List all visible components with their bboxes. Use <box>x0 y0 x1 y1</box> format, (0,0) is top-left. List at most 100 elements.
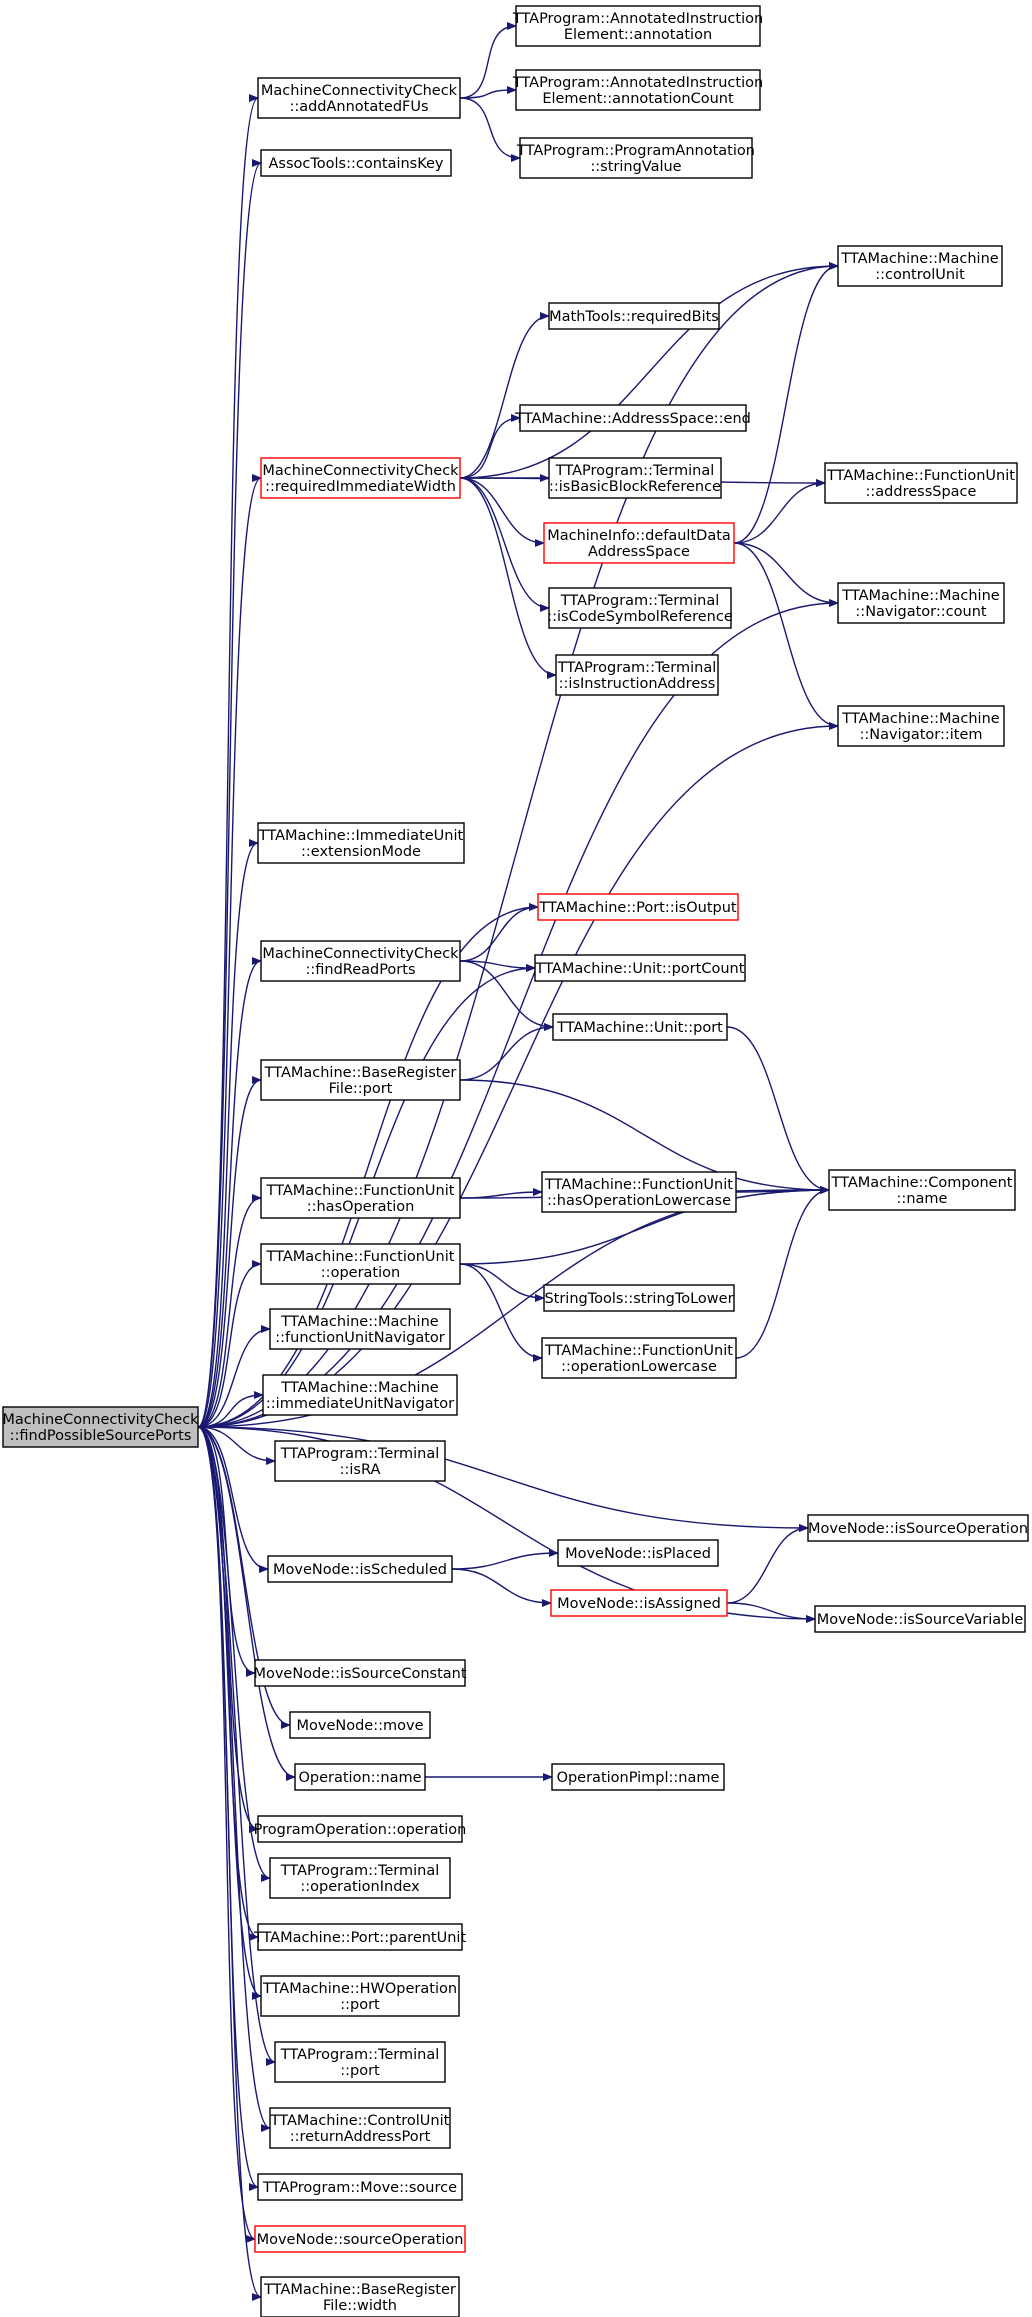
node-box[interactable] <box>274 2041 446 2083</box>
graph-node[interactable]: TTAMachine::Machine::functionUnitNavigat… <box>269 1308 451 1350</box>
graph-node[interactable]: TTAMachine::Component::name <box>828 1169 1016 1211</box>
graph-node[interactable]: MathTools::requiredBits <box>548 302 720 330</box>
node-box[interactable] <box>519 137 753 179</box>
graph-node[interactable]: TTAMachine::Unit::port <box>552 1013 728 1041</box>
graph-node[interactable]: TTAProgram::ProgramAnnotation::stringVal… <box>516 137 755 179</box>
graph-node[interactable]: TTAMachine::FunctionUnit::hasOperation <box>260 1177 461 1219</box>
graph-node[interactable]: ProgramOperation::operation <box>254 1815 467 1843</box>
node-box[interactable] <box>274 1440 446 1482</box>
graph-node[interactable]: MoveNode::isAssigned <box>550 1589 728 1617</box>
node-box[interactable] <box>260 2276 460 2317</box>
graph-node[interactable]: TTAProgram::AnnotatedInstructionElement:… <box>512 5 763 47</box>
node-box[interactable] <box>543 1284 735 1312</box>
graph-node[interactable]: MoveNode::isSourceVariable <box>814 1605 1026 1633</box>
node-box[interactable] <box>552 1013 728 1041</box>
node-box[interactable] <box>254 2225 466 2253</box>
node-box[interactable] <box>557 1539 719 1567</box>
node-box[interactable] <box>548 457 722 499</box>
node-box[interactable] <box>548 302 720 330</box>
node-box[interactable] <box>2 1406 199 1448</box>
node-box[interactable] <box>269 2107 451 2149</box>
graph-node[interactable]: TTAMachine::Machine::controlUnit <box>837 245 1003 287</box>
node-box[interactable] <box>837 705 1005 747</box>
graph-node[interactable]: TTAMachine::HWOperation::port <box>260 1975 460 2017</box>
graph-node[interactable]: MoveNode::isPlaced <box>557 1539 719 1567</box>
node-box[interactable] <box>837 582 1005 624</box>
graph-node[interactable]: OperationPimpl::name <box>551 1763 725 1791</box>
graph-node[interactable]: TTAMachine::ControlUnit::returnAddressPo… <box>269 2107 451 2149</box>
graph-node[interactable]: TTAProgram::Terminal::isRA <box>274 1440 446 1482</box>
graph-node[interactable]: MoveNode::isScheduled <box>267 1555 453 1583</box>
node-box[interactable] <box>257 1923 463 1951</box>
node-box[interactable] <box>551 1763 725 1791</box>
node-box[interactable] <box>828 1169 1016 1211</box>
graph-node[interactable]: MachineConnectivityCheck::findReadPorts <box>260 940 461 982</box>
node-box[interactable] <box>550 1589 728 1617</box>
node-box[interactable] <box>260 457 461 499</box>
node-box[interactable] <box>262 1374 458 1416</box>
node-box[interactable] <box>260 1975 460 2017</box>
node-box[interactable] <box>548 587 732 629</box>
node-box[interactable] <box>269 1857 451 1899</box>
node-box[interactable] <box>837 245 1003 287</box>
graph-node[interactable]: TTAProgram::AnnotatedInstructionElement:… <box>512 69 763 111</box>
node-box[interactable] <box>515 5 761 47</box>
graph-node[interactable]: MoveNode::isSourceConstant <box>253 1659 467 1687</box>
node-box[interactable] <box>555 654 719 696</box>
node-box[interactable] <box>260 940 461 982</box>
graph-node[interactable]: TTAMachine::Machine::Navigator::item <box>837 705 1005 747</box>
graph-node[interactable]: Operation::name <box>294 1763 426 1791</box>
node-box[interactable] <box>543 522 735 564</box>
node-box[interactable] <box>814 1605 1026 1633</box>
graph-node[interactable]: TTAProgram::Terminal::isInstructionAddre… <box>555 654 719 696</box>
graph-node[interactable]: TTAMachine::FunctionUnit::operation <box>260 1243 461 1285</box>
graph-node[interactable]: TTAMachine::Port::parentUnit <box>253 1923 467 1951</box>
node-box[interactable] <box>260 149 452 177</box>
graph-node[interactable]: TTAProgram::Terminal::isBasicBlockRefere… <box>548 457 722 499</box>
graph-node[interactable]: MoveNode::isSourceOperation <box>807 1514 1029 1542</box>
graph-node[interactable]: TTAMachine::Port::isOutput <box>537 893 739 921</box>
node-box[interactable] <box>257 822 465 864</box>
node-box[interactable] <box>519 404 747 432</box>
node-box[interactable] <box>257 2173 463 2201</box>
graph-node[interactable]: TTAMachine::FunctionUnit::operationLower… <box>541 1337 737 1379</box>
node-box[interactable] <box>260 1177 461 1219</box>
node-box[interactable] <box>515 69 761 111</box>
node-box[interactable] <box>260 1059 461 1101</box>
graph-node[interactable]: TTAMachine::ImmediateUnit::extensionMode <box>257 822 465 864</box>
graph-node[interactable]: TTAMachine::Unit::portCount <box>534 954 746 982</box>
node-box[interactable] <box>294 1763 426 1791</box>
graph-node[interactable]: TTAMachine::AddressSpace::end <box>514 404 751 432</box>
node-box[interactable] <box>267 1555 453 1583</box>
node-box[interactable] <box>807 1514 1029 1542</box>
node-box[interactable] <box>257 1815 463 1843</box>
node-box[interactable] <box>260 1243 461 1285</box>
node-box[interactable] <box>541 1171 737 1213</box>
node-box[interactable] <box>534 954 746 982</box>
graph-node[interactable]: TTAProgram::Terminal::port <box>274 2041 446 2083</box>
graph-node[interactable]: TTAProgram::Move::source <box>257 2173 463 2201</box>
node-box[interactable] <box>269 1308 451 1350</box>
node-box[interactable] <box>257 77 461 119</box>
graph-node[interactable]: TTAProgram::Terminal::isCodeSymbolRefere… <box>547 587 733 629</box>
node-box[interactable] <box>254 1659 466 1687</box>
node-box[interactable] <box>541 1337 737 1379</box>
graph-node[interactable]: TTAMachine::Machine::Navigator::count <box>837 582 1005 624</box>
graph-node[interactable]: TTAMachine::Machine::immediateUnitNaviga… <box>262 1374 458 1416</box>
graph-node[interactable]: MoveNode::move <box>289 1711 431 1739</box>
node-box[interactable] <box>824 462 1018 504</box>
graph-node[interactable]: TTAMachine::FunctionUnit::hasOperationLo… <box>541 1171 737 1213</box>
graph-node[interactable]: MachineConnectivityCheck::findPossibleSo… <box>2 1406 199 1448</box>
node-box[interactable] <box>537 893 739 921</box>
graph-node[interactable]: TTAProgram::Terminal::operationIndex <box>269 1857 451 1899</box>
graph-node[interactable]: TTAMachine::FunctionUnit::addressSpace <box>824 462 1018 504</box>
graph-node[interactable]: MachineConnectivityCheck::requiredImmedi… <box>260 457 461 499</box>
graph-node[interactable]: MachineConnectivityCheck::addAnnotatedFU… <box>257 77 461 119</box>
node-box[interactable] <box>289 1711 431 1739</box>
graph-node[interactable]: StringTools::stringToLower <box>543 1284 735 1312</box>
graph-node[interactable]: MoveNode::sourceOperation <box>254 2225 466 2253</box>
graph-node[interactable]: AssocTools::containsKey <box>260 149 452 177</box>
